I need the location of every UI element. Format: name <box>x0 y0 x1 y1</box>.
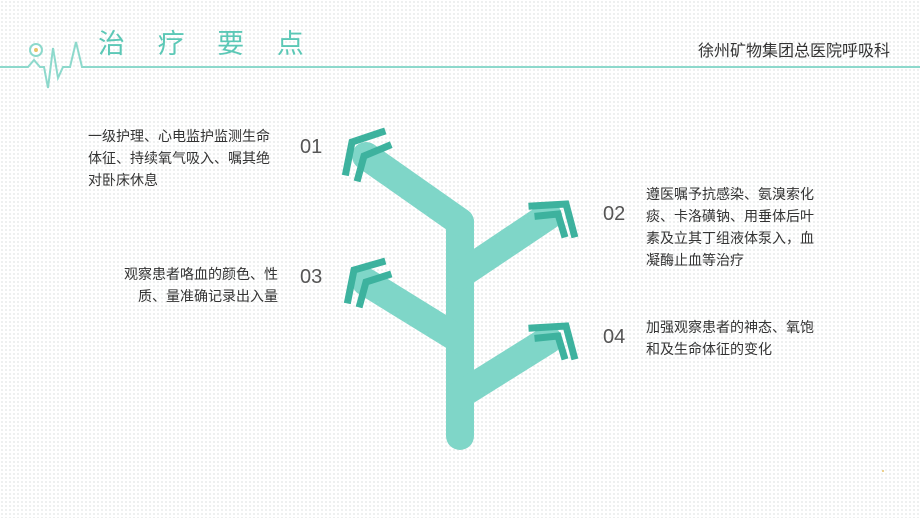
branch-01 <box>352 142 474 236</box>
item-text-03: 观察患者咯血的颜色、性质、量准确记录出入量 <box>124 267 278 305</box>
chevron-icon-01 <box>341 127 393 183</box>
item-number-03: 03 <box>300 266 323 288</box>
item-number-04: 04 <box>603 326 626 348</box>
chevron-icon-02 <box>528 200 579 239</box>
branch-02 <box>446 202 562 289</box>
ecg-wave <box>0 41 920 89</box>
decor-dot <box>882 470 884 472</box>
page-title: 治 疗 要 点 <box>98 29 316 60</box>
chevron-icon-03 <box>343 257 393 309</box>
header-ecg-line <box>0 41 920 89</box>
item-number-01: 01 <box>300 136 323 158</box>
item-number-02: 02 <box>603 203 626 225</box>
item-text-04: 加强观察患者的神态、氧饱和及生命体征的变化 <box>646 320 814 358</box>
branch-04 <box>446 326 562 409</box>
item-text-01: 一级护理、心电监护监测生命体征、持续氧气吸入、嘱其绝对卧床休息 <box>88 129 270 189</box>
branch-03 <box>352 268 474 354</box>
chevron-icon-04 <box>528 322 579 361</box>
item-text-02: 遵医嘱予抗感染、氨溴索化痰、卡洛磺钠、用垂体后叶素及立其丁组液体泵入，血凝酶止血… <box>646 187 814 269</box>
organization-name: 徐州矿物集团总医院呼吸科 <box>697 41 890 60</box>
